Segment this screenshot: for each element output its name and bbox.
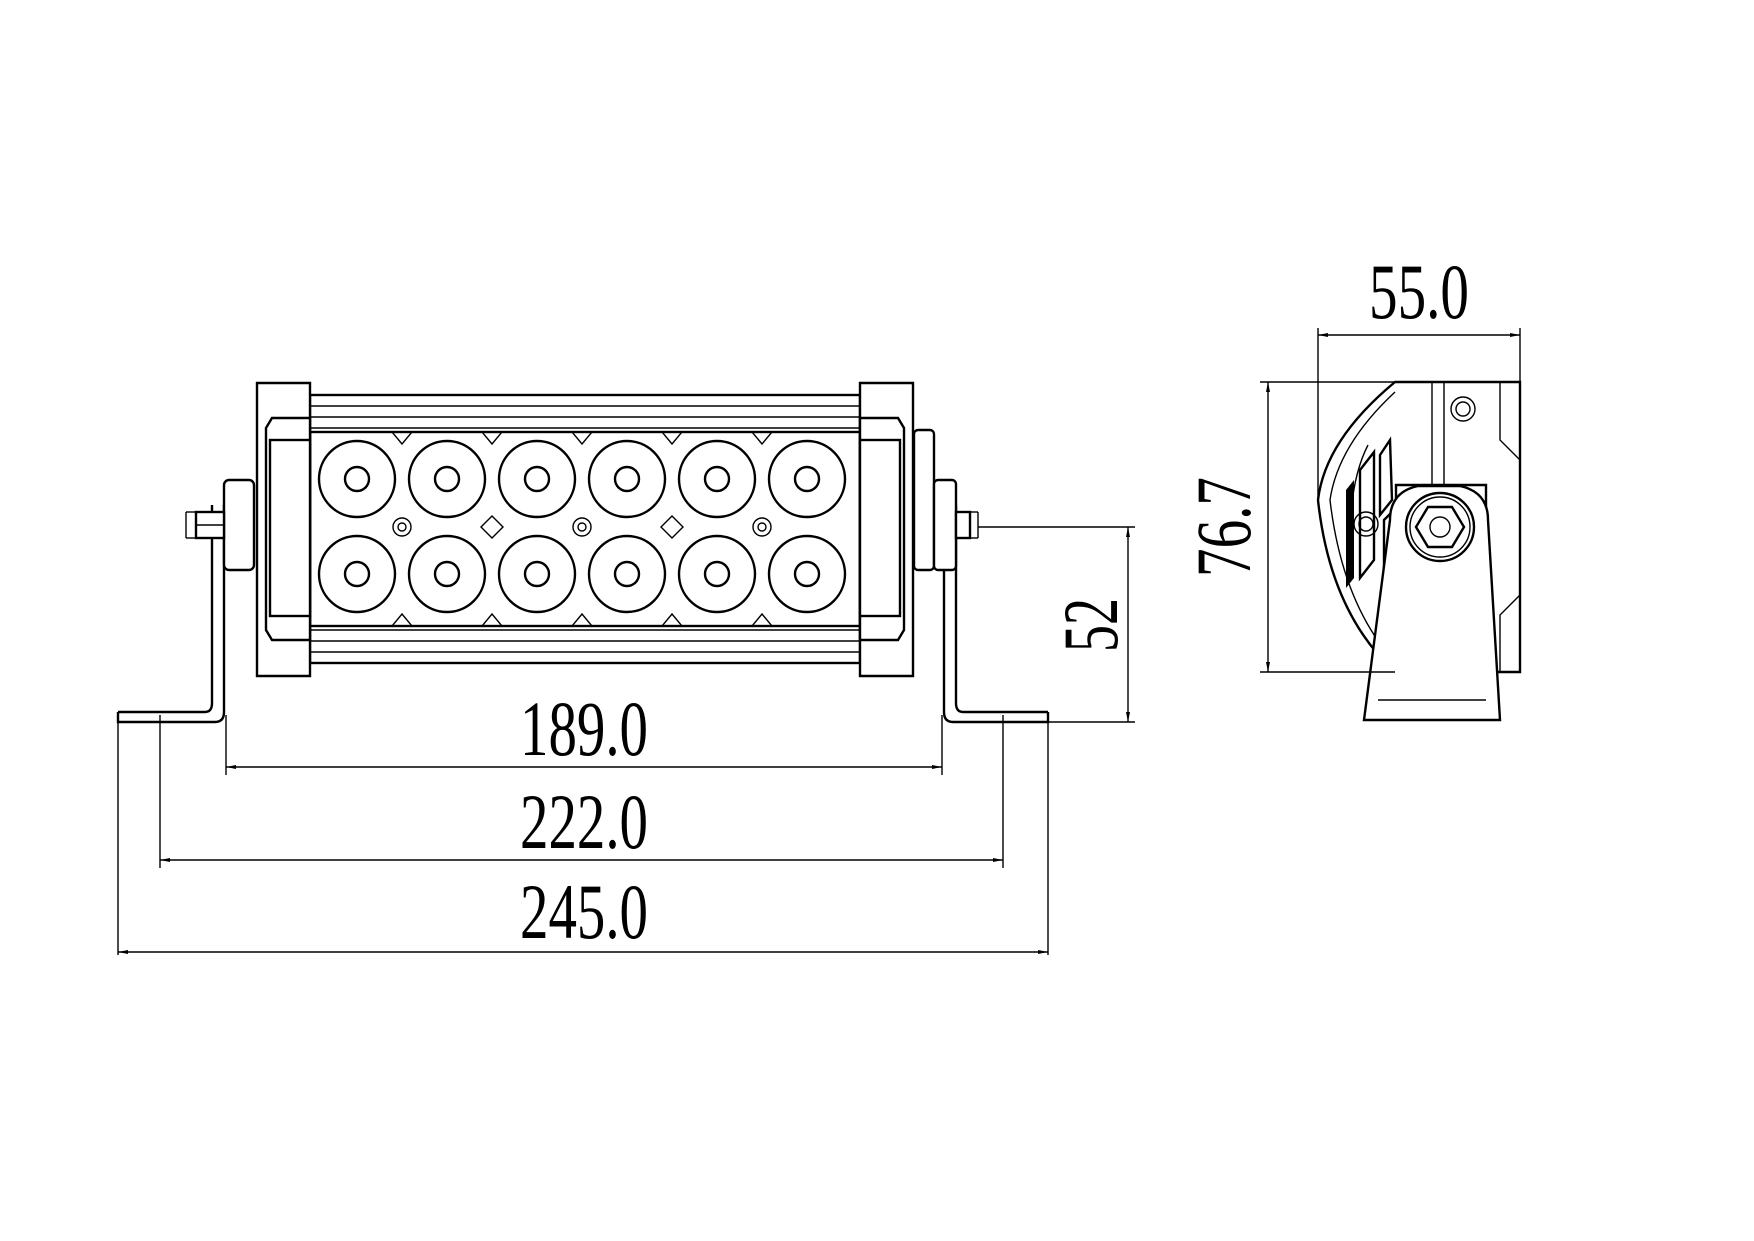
dimension-label-52: 52 (1047, 598, 1134, 652)
dimension-label-245: 245.0 (520, 868, 648, 955)
left-bolt (185, 478, 256, 572)
led-lens (407, 534, 487, 614)
panel-fasteners (392, 515, 772, 539)
right-bolt (912, 428, 979, 572)
led-lens (587, 439, 667, 519)
panel-triangle (480, 431, 504, 446)
front-view (116, 381, 1050, 724)
led-lens (677, 439, 757, 519)
panel-triangle (750, 431, 774, 446)
panel-triangle (750, 612, 774, 627)
side-view (1316, 380, 1522, 722)
dimension-label-222: 222.0 (520, 778, 648, 865)
side-dimensions: 55.0 76.7 (1180, 248, 1521, 673)
led-lens (767, 534, 847, 614)
led-lens (677, 534, 757, 614)
right-end-cap (858, 381, 915, 678)
led-lens (767, 439, 847, 519)
panel-triangle (480, 612, 504, 627)
led-lens (587, 534, 667, 614)
dimension-label-189: 189.0 (520, 685, 648, 772)
led-lens-grid (317, 439, 847, 614)
panel-triangle (390, 431, 414, 446)
led-lens (317, 439, 397, 519)
left-end-cap (255, 381, 312, 678)
front-dimensions: 189.0 222.0 245.0 52 (117, 526, 1135, 955)
panel-triangle (570, 612, 594, 627)
mounting-bracket (116, 505, 1050, 724)
panel-triangles (390, 431, 774, 627)
led-lens (317, 534, 397, 614)
panel-triangle (390, 612, 414, 627)
dimension-label-55: 55.0 (1369, 248, 1469, 335)
led-lens (497, 534, 577, 614)
led-lens (497, 439, 577, 519)
dimension-label-76: 76.7 (1180, 477, 1267, 577)
side-bracket (1362, 483, 1502, 722)
panel-triangle (660, 612, 684, 627)
led-lens (407, 439, 487, 519)
panel-triangle (660, 431, 684, 446)
panel-triangle (570, 431, 594, 446)
